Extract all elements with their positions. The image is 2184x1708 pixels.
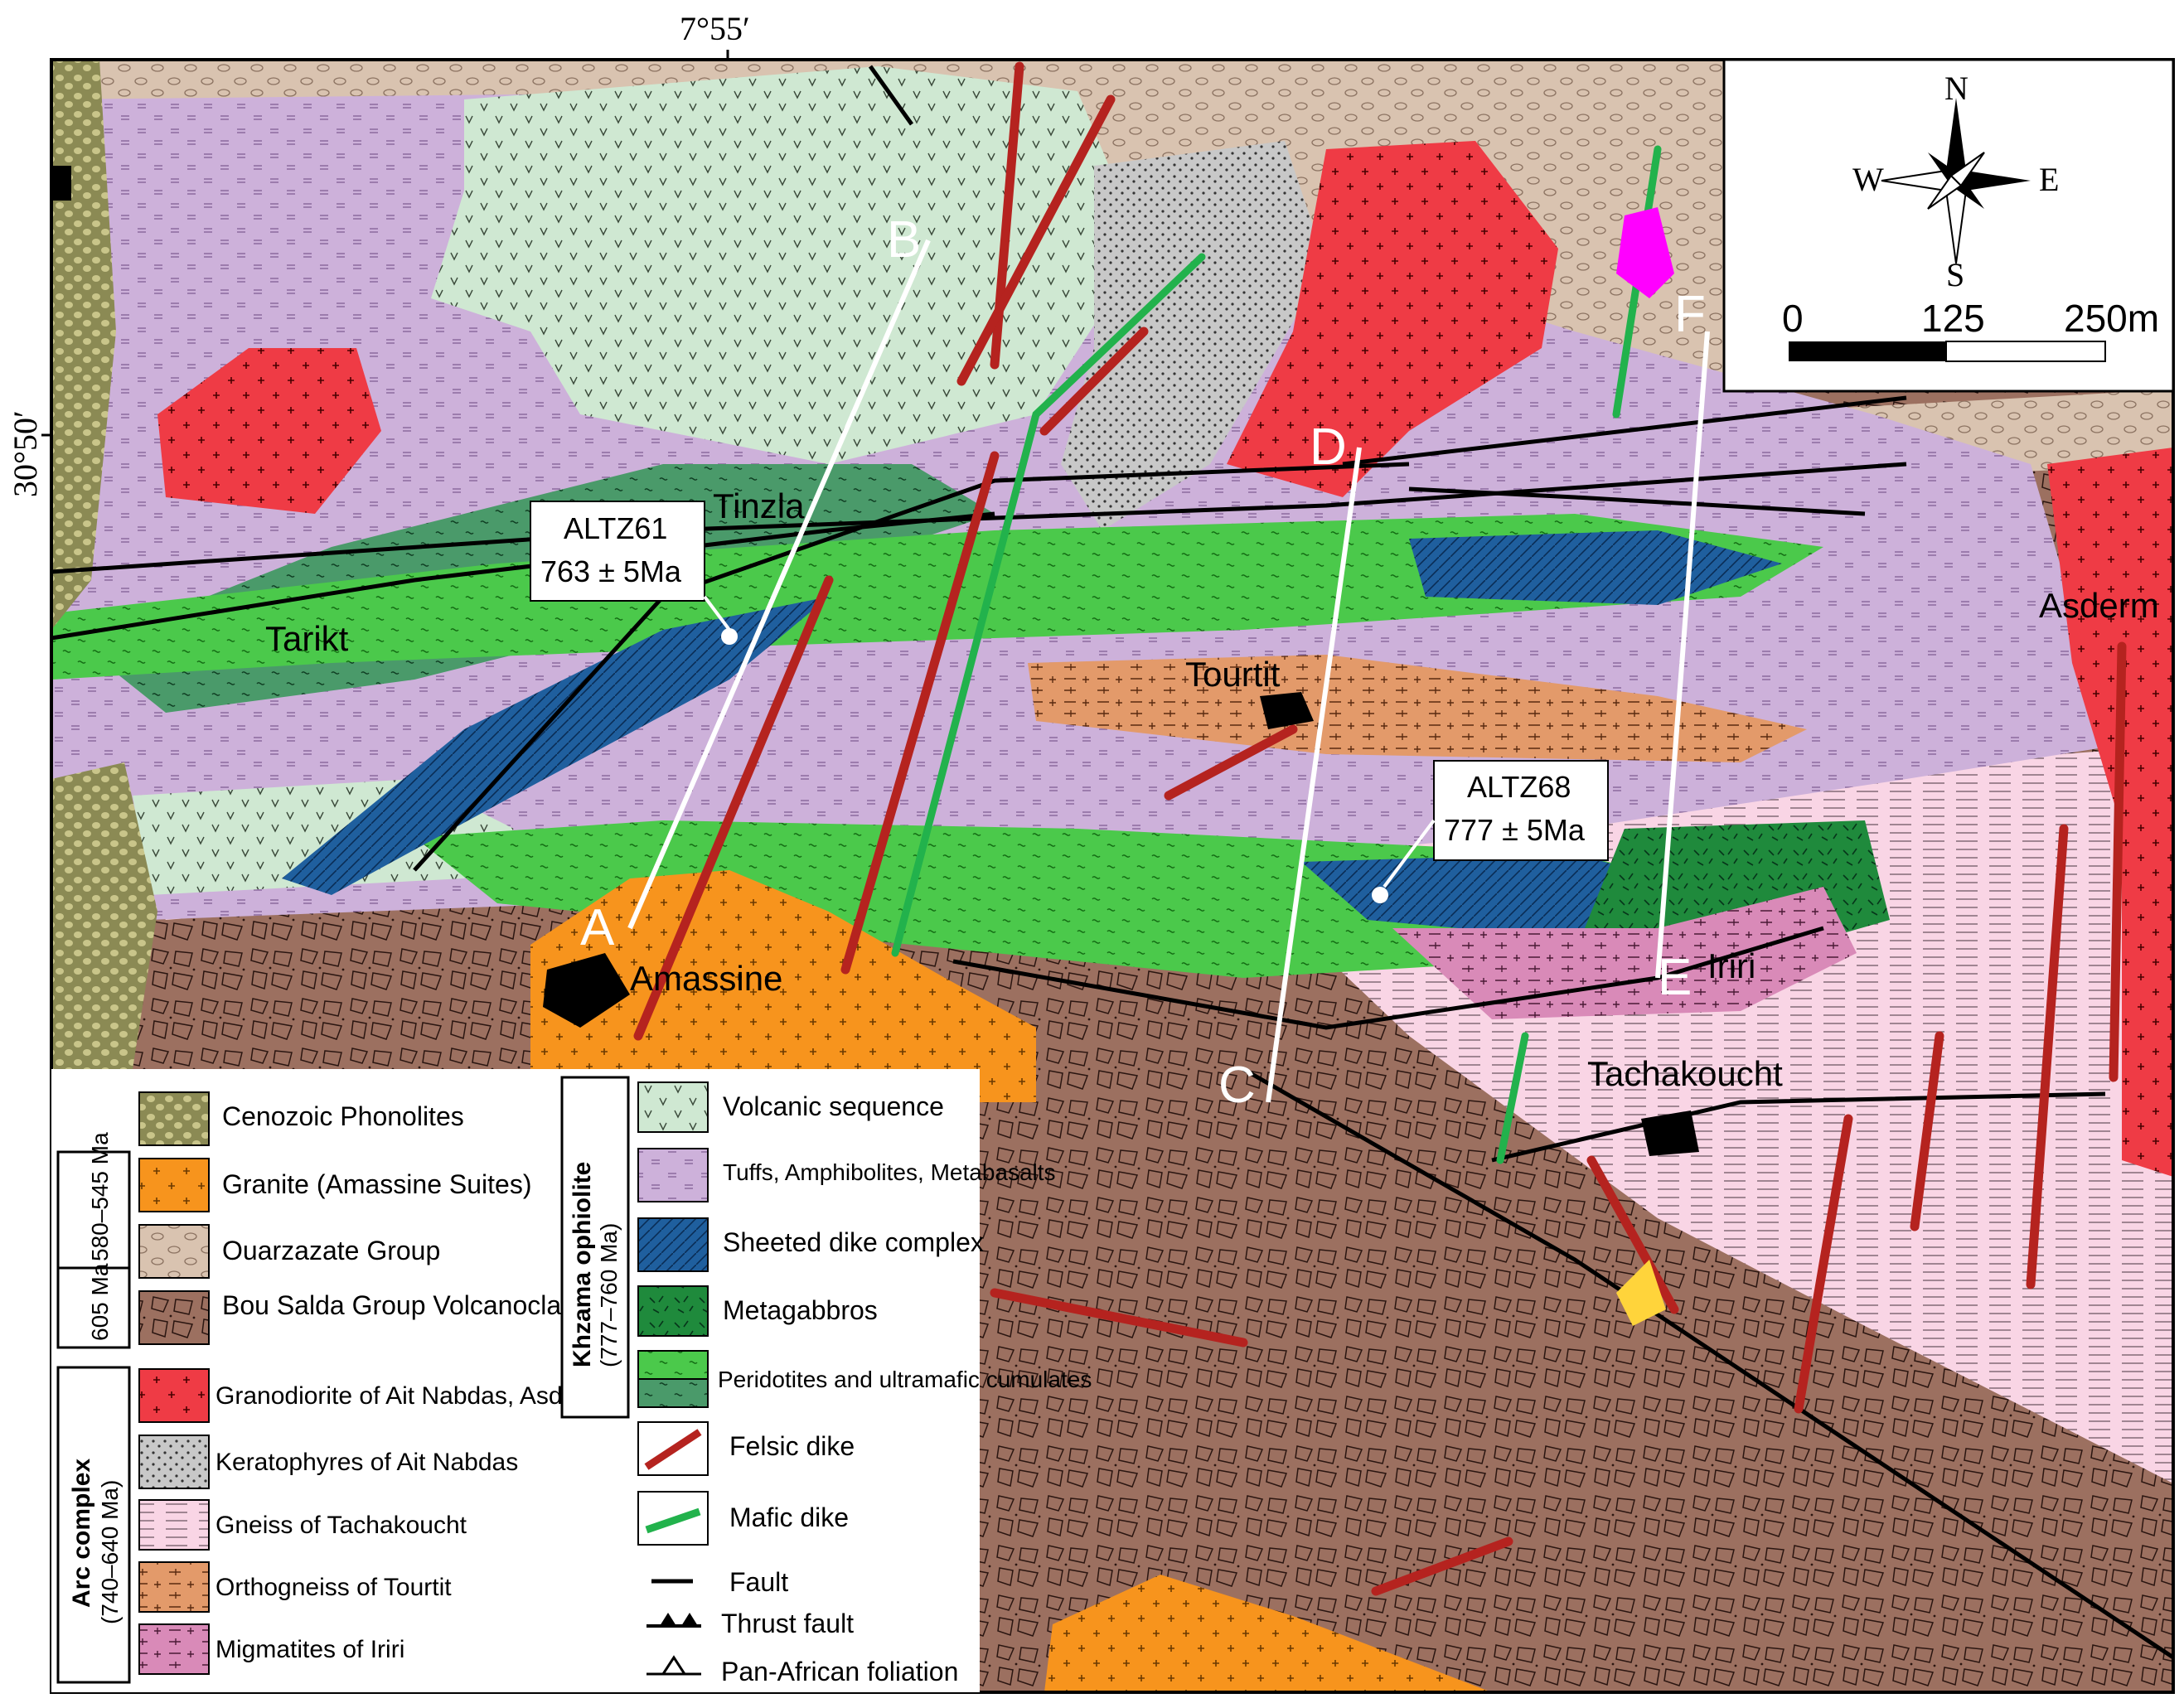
cross-sections xyxy=(627,239,1710,1103)
unit-granodiorite-west xyxy=(157,348,381,514)
unit-migmatites-iriri xyxy=(1392,887,1857,1019)
place-amassine: Amassine xyxy=(630,959,782,998)
place-tourtit: Tourtit xyxy=(1185,655,1281,694)
unit-orthogneiss-tourtit xyxy=(1028,655,1807,762)
sample-altz61-age: 763 ± 5Ma xyxy=(540,554,682,588)
legend-keratophyres: Keratophyres of Ait Nabdas xyxy=(215,1449,518,1476)
legend-fault: Fault xyxy=(729,1567,788,1597)
legend-thrust-fault: Thrust fault xyxy=(721,1609,854,1638)
compass-n: N xyxy=(1944,70,1969,107)
legend-tuffs: Tuffs, Amphibolites, Metabasalts xyxy=(723,1159,1056,1185)
legend-gneiss: Gneiss of Tachakoucht xyxy=(215,1512,467,1539)
legend-col1: Cenozoic Phonolites Granite (Amassine Su… xyxy=(56,1091,614,1684)
scale-tick-125: 125 xyxy=(1921,297,1985,340)
legend-orthogneiss: Orthogneiss of Tourtit xyxy=(215,1574,452,1601)
unit-peridotites xyxy=(51,514,1823,680)
unit-cenozoic-phonolites-sw xyxy=(51,762,157,1069)
sample-altz68: ALTZ68 777 ± 5Ma xyxy=(1372,760,1609,903)
legend-age-580-545: 580–545 Ma xyxy=(87,1132,113,1261)
legend: Cenozoic Phonolites Granite (Amassine Su… xyxy=(51,1069,1092,1692)
sample-altz68-name: ALTZ68 xyxy=(1467,770,1571,804)
legend-migmatites: Migmatites of Iriri xyxy=(215,1636,404,1663)
town-tachakoucht xyxy=(1641,1110,1699,1156)
legend-granodiorite: Granodiorite of Ait Nabdas, Asderm xyxy=(215,1382,605,1410)
place-tarikt: Tarikt xyxy=(265,619,349,658)
unit-sheeted-dike-w xyxy=(282,597,829,895)
legend-ophiolite: Khzama ophiolite xyxy=(569,1162,596,1367)
scale-bar-light xyxy=(1945,341,2106,362)
sample-altz61: ALTZ61 763 ± 5Ma xyxy=(530,501,738,645)
legend-col2: Khzama ophiolite (777–760 Ma) Volcanic s… xyxy=(560,1076,1092,1686)
scale-bar-dark xyxy=(1789,341,1946,361)
legend-ophiolite-age: (777–760 Ma) xyxy=(596,1223,622,1367)
section-label-f: F xyxy=(1674,286,1706,343)
scale-tick-250: 250m xyxy=(2064,297,2159,340)
town-amassine xyxy=(543,953,630,1028)
legend-sheeted-dike: Sheeted dike complex xyxy=(723,1227,984,1257)
legend-felsic-dike: Felsic dike xyxy=(729,1431,855,1461)
compass-scale-box: N S W E 0 125 250m xyxy=(1722,58,2175,393)
legend-bou-salda: Bou Salda Group Volcanoclastics xyxy=(222,1290,614,1320)
sample-altz68-age: 777 ± 5Ma xyxy=(1444,813,1586,847)
unit-yellow-body xyxy=(1616,1260,1666,1326)
unit-magenta-body xyxy=(1616,207,1674,298)
place-asderm: Asderm xyxy=(2039,586,2159,625)
legend-volcanic-sequence: Volcanic sequence xyxy=(723,1091,944,1121)
section-label-d: D xyxy=(1310,419,1347,476)
section-label-b: B xyxy=(887,211,921,269)
legend-peridotites: Peridotites and ultramafic cumulates xyxy=(718,1367,1092,1392)
legend-mafic-dike: Mafic dike xyxy=(729,1502,849,1532)
compass-w: W xyxy=(1852,161,1884,198)
section-label-a: A xyxy=(580,899,615,956)
unit-granodiorite-asderm xyxy=(2047,448,2173,1177)
sample-altz61-name: ALTZ61 xyxy=(564,511,667,545)
legend-metagabbros: Metagabbros xyxy=(723,1295,878,1325)
unit-granite-south xyxy=(1044,1575,1492,1692)
section-label-e: E xyxy=(1658,949,1692,1006)
map-border xyxy=(50,58,2175,1694)
felsic-dikes xyxy=(633,61,2127,1596)
legend-age-605: 605 Ma xyxy=(87,1263,113,1341)
unit-keratophyres xyxy=(1061,141,1326,530)
legend-ouarzazate: Ouarzazate Group xyxy=(222,1236,440,1265)
place-tinzla: Tinzla xyxy=(713,486,805,525)
unit-cenozoic-phonolites xyxy=(51,60,116,630)
unit-granodiorite-ait-nabdas xyxy=(1227,141,1558,497)
compass-rose-icon xyxy=(1881,98,2031,264)
legend-arc-complex: Arc complex xyxy=(68,1459,95,1608)
place-tachakoucht: Tachakoucht xyxy=(1587,1054,1783,1093)
legend-phonolites: Cenozoic Phonolites xyxy=(222,1101,464,1131)
legend-foliation: Pan-African foliation xyxy=(721,1657,958,1686)
section-label-c: C xyxy=(1218,1057,1256,1114)
latitude-label: 30°50′ xyxy=(7,410,44,497)
faults xyxy=(51,65,2175,1660)
legend-arc-age: (740–640 Ma) xyxy=(97,1480,123,1624)
place-iriri: Iriri xyxy=(1707,946,1755,985)
longitude-label: 7°55′ xyxy=(680,10,750,47)
compass-e: E xyxy=(2039,161,2059,198)
town-tourtit xyxy=(1260,692,1314,729)
frame-notch xyxy=(51,166,71,201)
scale-tick-0: 0 xyxy=(1782,297,1804,340)
unit-granite-amassine xyxy=(530,870,1036,1102)
compass-s: S xyxy=(1946,256,1964,293)
legend-granite: Granite (Amassine Suites) xyxy=(222,1169,531,1199)
